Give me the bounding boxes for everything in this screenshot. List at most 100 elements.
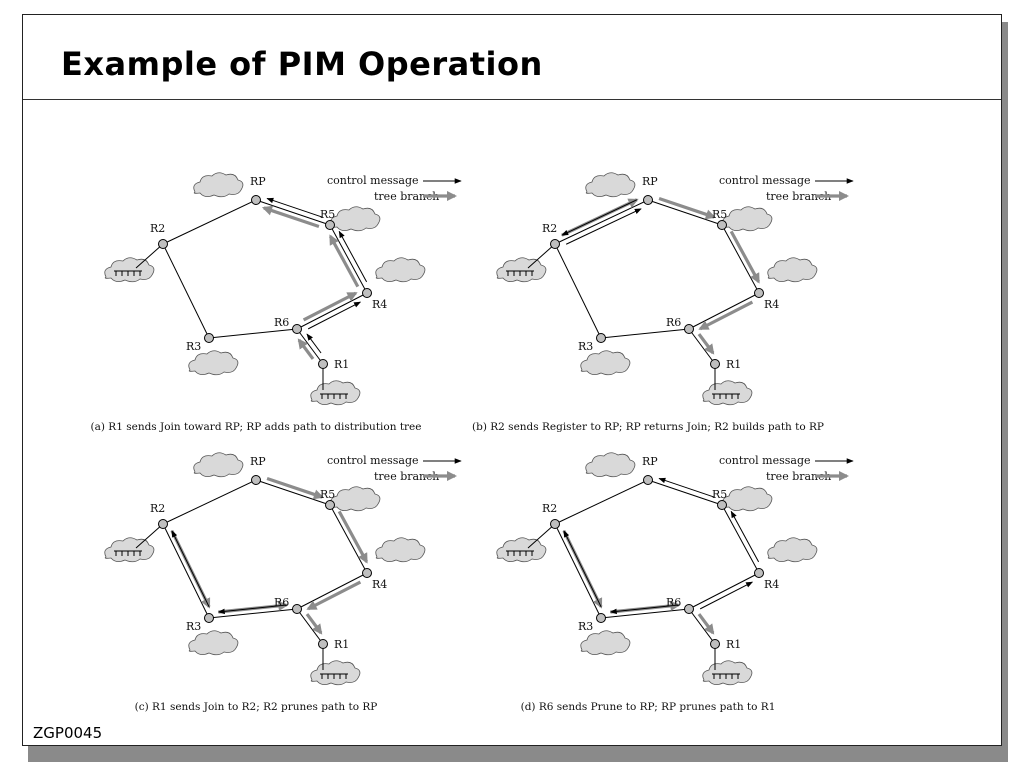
router-rp: [251, 475, 261, 485]
router-label-rp: RP: [250, 175, 266, 188]
control-message: [306, 333, 322, 354]
link-r6-r3: [600, 328, 690, 339]
network-cloud: [702, 660, 753, 686]
network-cloud: [104, 537, 155, 563]
link-r2-rp: [162, 199, 257, 245]
control-message: [338, 230, 368, 283]
router-label-r4: R4: [764, 298, 779, 311]
link-rp-r5: [647, 479, 723, 506]
control-message: [217, 604, 287, 615]
router-r1: [318, 639, 328, 649]
legend-tree-branch-label: tree branch: [374, 190, 439, 203]
router-label-r3: R3: [578, 620, 593, 633]
router-r1: [318, 359, 328, 369]
link-r6-r1: [296, 328, 324, 365]
tree-branch: [261, 205, 320, 229]
link-r5-r4: [721, 224, 760, 294]
router-label-r3: R3: [186, 340, 201, 353]
link-r6-r3: [208, 328, 298, 339]
network-cloud: [702, 380, 753, 406]
router-r6: [684, 324, 694, 334]
network-cloud: [722, 206, 773, 232]
tree-branch: [698, 300, 754, 331]
control-message: [565, 208, 642, 245]
legend-tree-branch-label: tree branch: [374, 470, 439, 483]
router-r5: [325, 500, 335, 510]
legend-tree-branch-label: tree branch: [766, 190, 831, 203]
router-label-r4: R4: [764, 578, 779, 591]
caption-a: (a) R1 sends Join toward RP; RP adds pat…: [91, 421, 422, 433]
router-label-r5: R5: [712, 208, 727, 221]
router-r2: [158, 519, 168, 529]
router-r3: [596, 333, 606, 343]
access-link: [135, 243, 164, 269]
tree-branch: [305, 613, 323, 635]
router-r2: [158, 239, 168, 249]
tree-branch: [302, 291, 358, 322]
router-r3: [204, 613, 214, 623]
network-cloud: [496, 537, 547, 563]
router-r1: [710, 639, 720, 649]
link-r2-rp: [554, 199, 649, 245]
link-r5-r4: [721, 504, 760, 574]
tree-branch: [306, 580, 362, 611]
router-label-r4: R4: [372, 298, 387, 311]
router-r6: [292, 324, 302, 334]
link-r4-r6: [296, 292, 368, 330]
router-label-r5: R5: [320, 208, 335, 221]
link-r4-r6: [688, 292, 760, 330]
router-r3: [596, 613, 606, 623]
control-message: [171, 530, 210, 608]
link-rp-r5: [647, 199, 723, 226]
router-label-r1: R1: [726, 638, 741, 651]
tree-branch: [328, 234, 360, 288]
network-cloud: [188, 630, 239, 656]
tree-branch: [658, 196, 717, 220]
router-r5: [717, 500, 727, 510]
network-cloud: [330, 486, 381, 512]
network-cloud: [496, 257, 547, 283]
legend-control-message-label: control message: [327, 454, 419, 467]
network-cloud: [193, 452, 244, 478]
link-r3-r2: [554, 243, 602, 339]
tree-branch: [697, 333, 715, 355]
access-link: [135, 523, 164, 549]
caption-b: (b) R2 sends Register to RP; RP returns …: [472, 421, 824, 433]
network-cloud: [375, 257, 426, 283]
router-label-rp: RP: [642, 455, 658, 468]
network-cloud: [310, 380, 361, 406]
link-r4-r6: [296, 572, 368, 610]
network-cloud: [580, 350, 631, 376]
control-message: [307, 301, 362, 330]
link-r6-r1: [688, 328, 716, 365]
router-rp: [643, 475, 653, 485]
legend-tree-branch-label: tree branch: [766, 470, 831, 483]
control-message: [730, 510, 760, 563]
router-label-r6: R6: [666, 596, 681, 609]
router-label-r2: R2: [150, 502, 165, 515]
access-link: [527, 243, 556, 269]
tree-branch: [266, 476, 325, 500]
network-cloud: [585, 452, 636, 478]
slide: Example of PIM Operation ZGP0045: [22, 14, 1002, 746]
tree-branch: [337, 510, 369, 564]
router-r4: [362, 288, 372, 298]
router-label-r1: R1: [726, 358, 741, 371]
control-message: [699, 581, 754, 610]
network-cloud: [193, 172, 244, 198]
network-cloud: [104, 257, 155, 283]
link-r4-r6: [688, 572, 760, 610]
router-r6: [684, 604, 694, 614]
tree-branch: [297, 338, 315, 360]
control-message: [609, 604, 679, 615]
control-message: [561, 199, 638, 236]
router-label-r5: R5: [712, 488, 727, 501]
router-r1: [710, 359, 720, 369]
router-r4: [754, 288, 764, 298]
network-cloud: [580, 630, 631, 656]
router-r2: [550, 519, 560, 529]
